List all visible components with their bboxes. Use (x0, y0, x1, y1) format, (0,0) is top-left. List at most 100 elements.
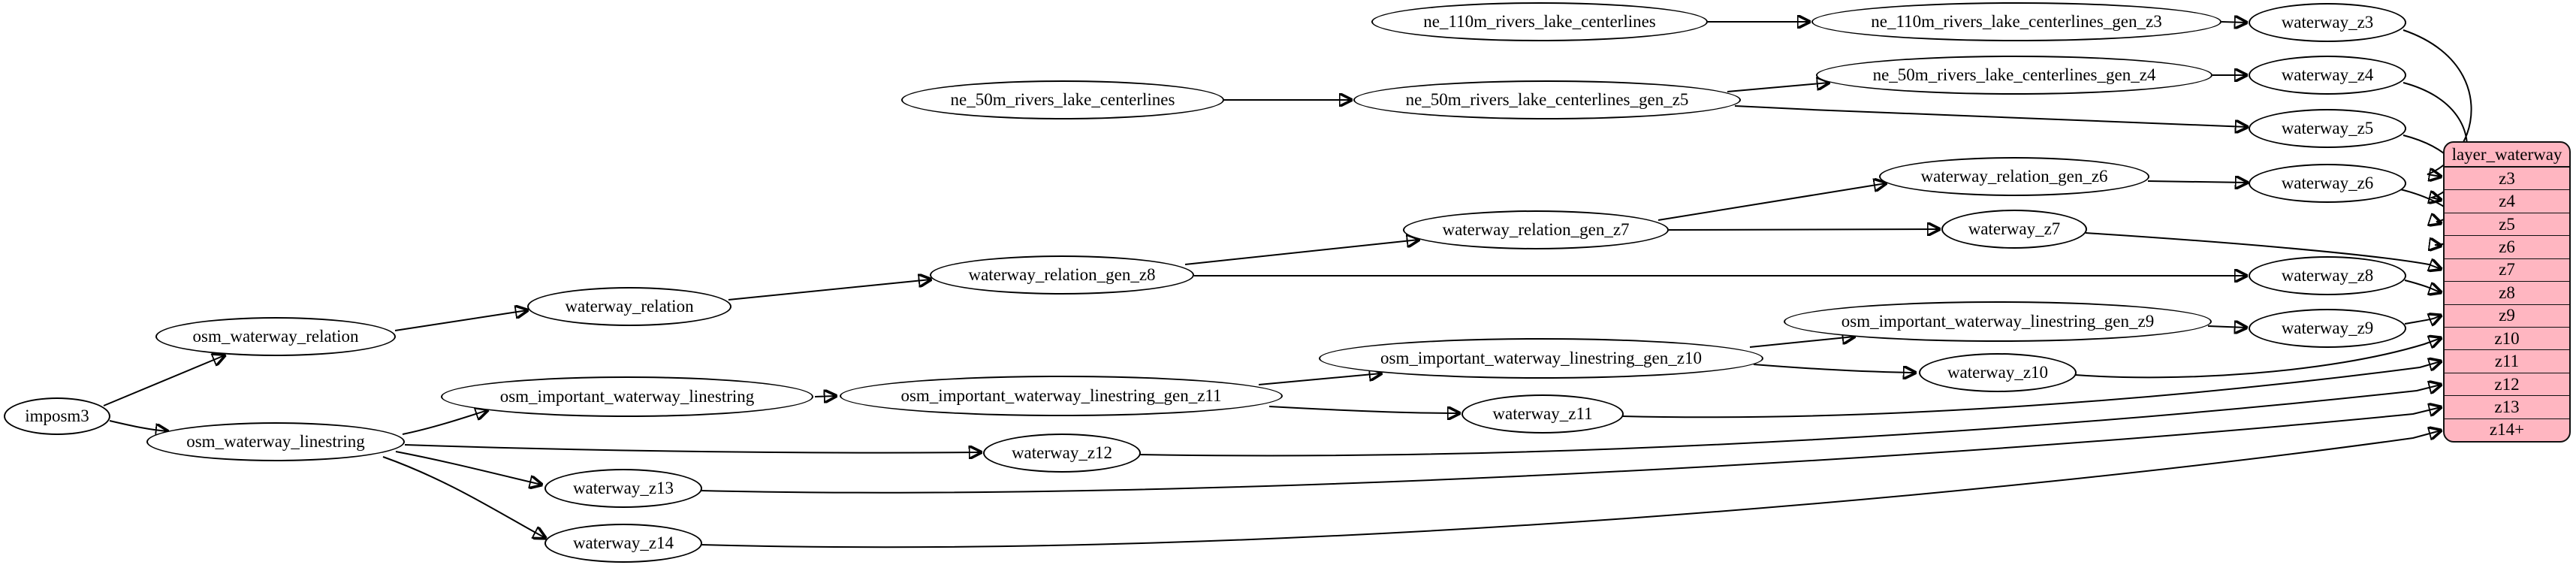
node-label: imposm3 (25, 406, 89, 425)
node-ne_50m_rivers_lake_centerlines: ne_50m_rivers_lake_centerlines (901, 80, 1224, 119)
node-osm_important_waterway_linestring: osm_important_waterway_linestring (441, 376, 813, 417)
node-osm_important_waterway_linestring_gen_z10: osm_important_waterway_linestring_gen_z1… (1319, 338, 1763, 379)
table-row-z8: z8 (2445, 282, 2569, 305)
node-waterway_z4: waterway_z4 (2249, 56, 2406, 95)
node-ne_50m_rivers_lake_centerlines_gen_z5: ne_50m_rivers_lake_centerlines_gen_z5 (1353, 80, 1741, 119)
node-label: osm_important_waterway_linestring_gen_z1… (900, 386, 1222, 405)
edge-waterway_z10--row-z10 (2074, 338, 2441, 379)
edge-gen_z11--gen_z10 (1258, 373, 1381, 385)
node-ne_50m_rivers_lake_centerlines_gen_z4: ne_50m_rivers_lake_centerlines_gen_z4 (1816, 56, 2213, 95)
edge-osm_waterway_linestring--waterway_z12 (404, 444, 981, 453)
edge-osm_waterway_linestring--osm_important_waterway_linestring (402, 410, 487, 435)
node-waterway_z5: waterway_z5 (2249, 109, 2406, 148)
node-label: waterway_z12 (1011, 443, 1113, 462)
edge-waterway_relation_gen_z7--waterway_z7 (1668, 229, 1939, 230)
node-label: ne_50m_rivers_lake_centerlines_gen_z4 (1872, 65, 2156, 84)
node-label: osm_waterway_relation (192, 327, 359, 346)
node-waterway_z14: waterway_z14 (544, 524, 702, 563)
edge-gen_z3--waterway_z3 (2221, 22, 2246, 23)
edge-waterway_relation_gen_z8--waterway_relation_gen_z7 (1184, 240, 1419, 265)
node-imposm3: imposm3 (4, 397, 110, 435)
node-osm_waterway_linestring: osm_waterway_linestring (146, 422, 405, 461)
table-row-z7: z7 (2445, 259, 2569, 282)
table-row-z13: z13 (2445, 396, 2569, 419)
node-waterway_relation_gen_z8: waterway_relation_gen_z8 (930, 255, 1194, 295)
node-label: waterway_relation_gen_z7 (1442, 220, 1630, 239)
node-label: ne_110m_rivers_lake_centerlines_gen_z3 (1871, 12, 2162, 31)
table-row-z6: z6 (2445, 236, 2569, 259)
node-label: osm_waterway_linestring (186, 432, 365, 451)
node-label: ne_110m_rivers_lake_centerlines (1423, 12, 1656, 31)
node-label: waterway_relation (565, 297, 694, 316)
edge-waterway_z11--row-z11 (1621, 361, 2441, 418)
table-row-z9: z9 (2445, 305, 2569, 328)
edge-waterway_relation_gen_z6--waterway_z6 (2147, 181, 2247, 183)
node-label: waterway_z14 (572, 533, 674, 552)
node-osm_important_waterway_linestring_gen_z11: osm_important_waterway_linestring_gen_z1… (840, 376, 1283, 416)
edge-waterway_z8--row-z8 (2404, 279, 2441, 292)
edge-waterway_z12--row-z12 (1139, 385, 2441, 457)
node-waterway_relation_gen_z6: waterway_relation_gen_z6 (1879, 157, 2149, 196)
node-label: osm_important_waterway_linestring_gen_z9 (1841, 312, 2155, 331)
edge-waterway_relation--waterway_relation_gen_z8 (728, 279, 931, 301)
table-row-z11: z11 (2445, 350, 2569, 373)
table-row-z4: z4 (2445, 190, 2569, 213)
edge-waterway_z9--row-z9 (2404, 316, 2441, 324)
table-row-z14+: z14+ (2489, 420, 2525, 440)
node-waterway_z13: waterway_z13 (544, 469, 702, 508)
node-waterway_z3: waterway_z3 (2249, 3, 2406, 42)
node-ne_110m_rivers_lake_centerlines: ne_110m_rivers_lake_centerlines (1371, 2, 1708, 41)
node-label: osm_important_waterway_linestring_gen_z1… (1380, 349, 1702, 367)
edge-osm_important_waterway_linestring--gen_z11 (814, 396, 836, 397)
node-waterway_z8: waterway_z8 (2249, 256, 2406, 295)
node-label: waterway_relation_gen_z6 (1920, 167, 2108, 186)
node-label: waterway_z5 (2281, 119, 2374, 137)
node-label: waterway_z3 (2281, 13, 2374, 32)
edge-imposm3--osm_waterway_relation (103, 355, 225, 406)
node-osm_important_waterway_linestring_gen_z9: osm_important_waterway_linestring_gen_z9 (1784, 301, 2212, 342)
node-label: waterway_z7 (1968, 219, 2061, 238)
node-ne_110m_rivers_lake_centerlines_gen_z3: ne_110m_rivers_lake_centerlines_gen_z3 (1811, 2, 2222, 41)
node-waterway_relation: waterway_relation (527, 287, 731, 326)
node-label: waterway_z9 (2281, 319, 2374, 337)
node-label: waterway_relation_gen_z8 (968, 265, 1156, 284)
edge-osm_waterway_linestring--waterway_z13 (395, 451, 541, 485)
node-label: waterway_z13 (572, 479, 674, 497)
node-label: waterway_z11 (1492, 404, 1593, 423)
node-label: waterway_z10 (1947, 363, 2049, 382)
node-waterway_z11: waterway_z11 (1461, 394, 1624, 434)
edge-gen_z10--gen_z9 (1749, 337, 1854, 348)
node-label: ne_50m_rivers_lake_centerlines_gen_z5 (1405, 90, 1689, 109)
node-waterway_relation_gen_z7: waterway_relation_gen_z7 (1403, 210, 1669, 249)
edge-waterway_z7--row-z7 (2085, 232, 2441, 269)
node-label: ne_50m_rivers_lake_centerlines (950, 90, 1175, 109)
edge-osm_waterway_linestring--waterway_z14 (382, 456, 545, 538)
node-label: waterway_z6 (2281, 174, 2374, 192)
edge-gen_z5--gen_z4 (1727, 83, 1829, 92)
table-row-z5: z5 (2445, 213, 2569, 237)
edge-imposm3--osm_waterway_linestring (109, 420, 167, 431)
edge-gen_z9--waterway_z9 (2207, 326, 2246, 328)
edge-waterway_z14--row-z14plus (700, 431, 2441, 548)
edge-osm_waterway_relation--waterway_relation (394, 310, 527, 331)
node-osm_waterway_relation: osm_waterway_relation (155, 317, 396, 356)
node-label: osm_important_waterway_linestring (499, 387, 755, 406)
node-label: waterway_z4 (2281, 65, 2374, 84)
node-waterway_z10: waterway_z10 (1919, 353, 2077, 392)
node-waterway_z12: waterway_z12 (983, 434, 1141, 473)
edge-gen_z10--waterway_z10 (1753, 364, 1915, 373)
node-label: waterway_z8 (2281, 266, 2374, 285)
edge-waterway_relation_gen_z7--waterway_relation_gen_z6 (1658, 183, 1886, 221)
edge-waterway_z3--row-z3 (2403, 29, 2472, 177)
node-waterway_z7: waterway_z7 (1941, 210, 2087, 249)
node-waterway_z6: waterway_z6 (2249, 164, 2406, 203)
table-row-z12: z12 (2445, 373, 2569, 397)
edge-waterway_z13--row-z13 (700, 407, 2441, 494)
table-row-z10: z10 (2445, 328, 2569, 351)
node-waterway_z9: waterway_z9 (2249, 309, 2406, 348)
layer-waterway-table-header: layer_waterway (2445, 143, 2569, 168)
edge-gen_z11--waterway_z11 (1268, 406, 1459, 413)
